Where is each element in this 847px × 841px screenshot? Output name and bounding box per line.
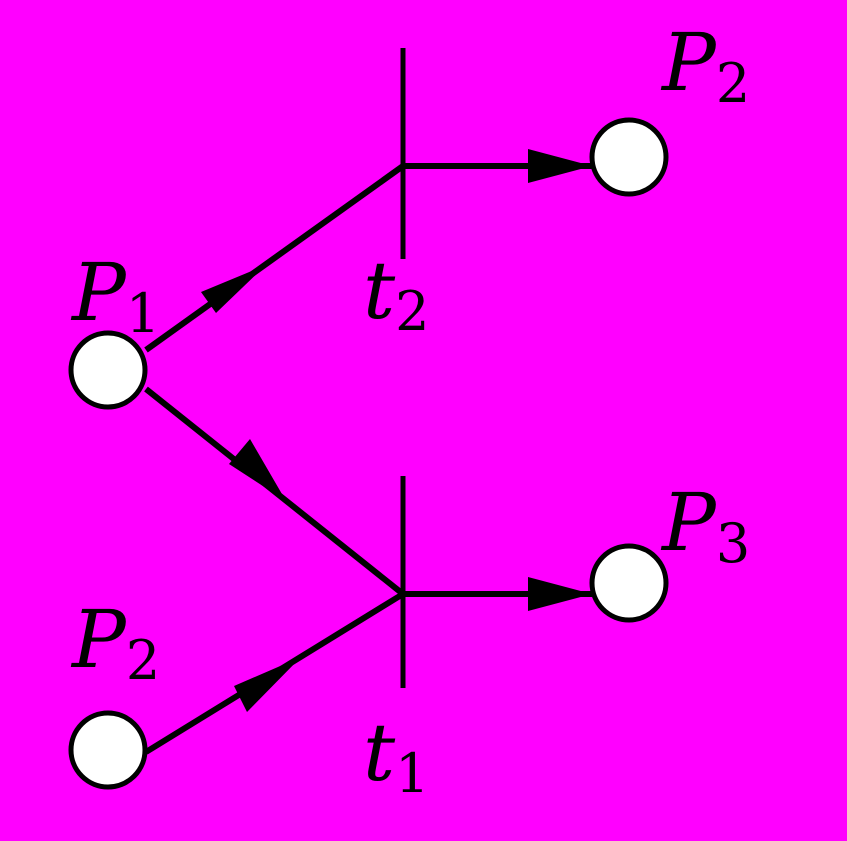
arc-p1-to-t2 [144, 163, 405, 353]
place-p2-right [589, 117, 669, 197]
label-p1: P1 [70, 246, 160, 345]
place-p2-left [68, 710, 148, 790]
place-p3 [589, 543, 669, 623]
arc-t2-to-p2-arrowhead [528, 149, 592, 183]
place-p1 [68, 330, 148, 410]
arc-t1-to-p3-arrowhead [528, 577, 592, 611]
label-p3: P3 [660, 476, 750, 575]
label-t1: t1 [363, 706, 430, 805]
arc-p1-to-t2-arrowhead [201, 265, 266, 313]
arc-p2-to-t1-arrowhead [234, 657, 301, 712]
label-p2-left: P2 [70, 593, 160, 692]
label-t2: t2 [363, 244, 430, 343]
arc-p1-to-t1-arrowhead [229, 439, 286, 501]
label-p2-right: P2 [660, 16, 750, 115]
